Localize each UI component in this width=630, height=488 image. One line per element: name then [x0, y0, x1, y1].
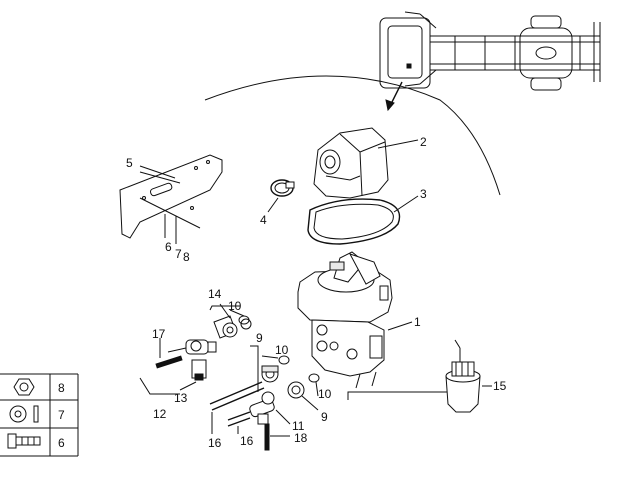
callout-16a: 16: [208, 436, 222, 450]
bracket-part-5: [119, 154, 223, 244]
fitting-part-14: [209, 305, 252, 339]
elbow-fitting-part-13: [167, 339, 217, 381]
pin-part-18: [264, 423, 290, 451]
callout-17: 17: [152, 327, 166, 341]
callout-13: 13: [174, 391, 188, 405]
tee-fitting-part-11: [249, 391, 291, 425]
washer-icon: [9, 405, 39, 423]
callout-1: 1: [414, 315, 421, 329]
legend-number-6: 6: [58, 436, 65, 450]
nut-icon: [13, 378, 35, 396]
callout-9a: 9: [256, 331, 263, 345]
callout-4: 4: [260, 213, 267, 227]
fitting-part-9a: [261, 365, 279, 383]
o-ring-10a: [238, 315, 250, 325]
cover-boot-part-2: [313, 127, 419, 199]
legend-number-7: 7: [58, 408, 65, 422]
callout-10a: 10: [228, 299, 242, 313]
callout-6: 6: [165, 240, 172, 254]
bolt-icon: [7, 433, 41, 449]
callout-11: 11: [292, 419, 305, 433]
callout-9b: 9: [321, 410, 328, 424]
o-ring-10c: [308, 373, 320, 383]
legend-number-8: 8: [58, 381, 65, 395]
hardware-legend: 8 7 6: [0, 373, 79, 457]
fitting-part-9b: [287, 381, 319, 411]
tube-part-16a: [209, 381, 265, 434]
callout-3: 3: [420, 187, 427, 201]
gasket-part-3: [307, 195, 419, 245]
callout-8: 8: [183, 250, 190, 264]
tube-part-16b: [227, 411, 251, 434]
callout-12: 12: [153, 407, 167, 421]
callout-14: 14: [208, 287, 222, 301]
callout-2: 2: [420, 135, 427, 149]
callout-15: 15: [493, 379, 507, 393]
callout-10c: 10: [318, 387, 332, 401]
callout-7: 7: [175, 247, 182, 261]
callout-5: 5: [126, 156, 133, 170]
pin-part-17: [155, 338, 183, 369]
cab-outline-arc: [204, 75, 501, 196]
hose-clamp-part-4: [267, 179, 295, 213]
tractor-chassis-view: [379, 11, 601, 112]
filter-part-15: [445, 361, 492, 413]
callout-10b: 10: [275, 343, 289, 357]
callout-16b: 16: [240, 434, 254, 448]
o-ring-10b: [278, 355, 290, 365]
callout-18: 18: [294, 431, 308, 445]
valve-assembly-part-1: [297, 251, 413, 389]
